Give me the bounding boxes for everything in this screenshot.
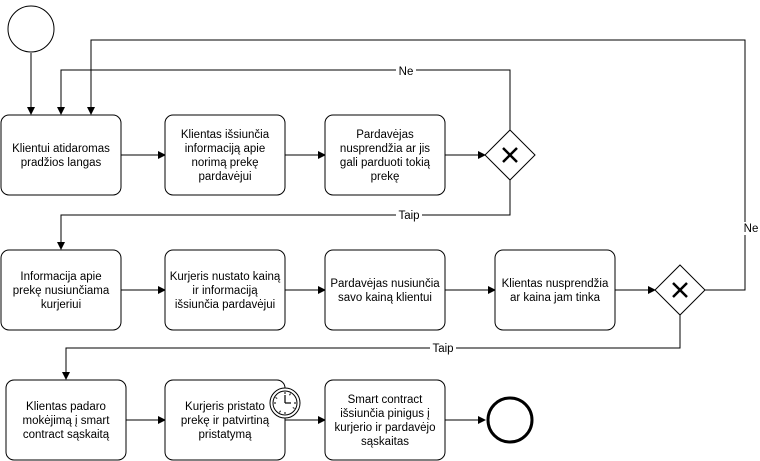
task-8[interactable]: Klientas padaro mokėjimą į smart contract … [5, 379, 127, 461]
task-label-line: Informacija apie [20, 271, 101, 283]
task-label-line: Kurjeris pristato [185, 401, 265, 413]
task-label-line: Klientui atidaromas [12, 143, 110, 155]
task-10[interactable]: Smart contract išsiunčia pinigus į kurjeri… [324, 379, 446, 461]
task-label-line: mokėjimą į smart [23, 415, 111, 427]
task-label-line: savo kainą klientui [338, 292, 432, 304]
task-label-line: informaciją apie [185, 143, 266, 155]
task-2[interactable]: Klientas išsiunčia informaciją apie norimą… [164, 114, 286, 196]
task-label-line: išsiunčia pardavėjui [175, 299, 275, 311]
task-label-line: prekę [371, 171, 400, 183]
task-label-line: gali parduoti tokią [340, 157, 431, 169]
task-label-line: sąskaitas [361, 436, 409, 448]
task-label-line: ar kaina jam tinka [510, 292, 601, 304]
timer-clock-icon [269, 387, 301, 419]
label-gw1-no: Ne [399, 66, 414, 78]
task-label-line: Klientas nusprendžia [502, 278, 609, 290]
task-4-label: Informacija apie prekę nusiunčiama kurjeri… [13, 271, 110, 311]
task-5[interactable]: Kurjeris nustato kainą ir informaciją išsi… [164, 249, 286, 331]
task-label-line: prekę ir patvirtiną [181, 415, 270, 427]
label-gw2-yes: Taip [432, 343, 453, 355]
task-label-line: ir informaciją [192, 285, 258, 297]
edge-gw1-yes [57, 180, 511, 250]
label-gw1-yes: Taip [398, 210, 419, 222]
task-label-line: Kurjeris nustato kainą [170, 271, 281, 283]
edge-gw1-no [57, 69, 511, 130]
task-7[interactable]: Klientas nusprendžia ar kaina jam tinka [494, 249, 616, 331]
task-label-line: Pardavėjas [356, 129, 414, 141]
task-label-line: nusprendžia ar jis [340, 143, 430, 155]
task-9-label: Kurjeris pristato prekę ir patvirtiną pris… [181, 401, 270, 441]
edges [27, 39, 746, 424]
task-label-line: pristatymą [198, 429, 252, 441]
task-label-line: išsiunčia pinigus į [340, 408, 430, 420]
edge-labels: Ne Taip Ne Taip [396, 66, 760, 355]
task-label-line: contract sąskaitą [23, 429, 110, 441]
task-6[interactable]: Pardavėjas nusiunčia savo kainą klientui [324, 249, 446, 331]
task-label-line: prekę nusiunčiama [13, 285, 110, 297]
task-label-line: pardavėjui [198, 171, 251, 183]
task-6-label: Pardavėjas nusiunčia savo kainą klientui [330, 278, 440, 304]
end-event-icon[interactable] [486, 396, 534, 444]
gateway-2-icon[interactable] [654, 264, 706, 316]
task-4[interactable]: Informacija apie prekę nusiunčiama kurjeri… [0, 249, 122, 331]
task-label-line: kurjeriui [41, 299, 81, 311]
task-7-label: Klientas nusprendžia ar kaina jam tinka [502, 278, 609, 304]
task-label-line: Smart contract [348, 394, 424, 406]
edge-gw2-no [87, 39, 746, 291]
task-1-label: Klientui atidaromas pradžios langas [12, 143, 110, 169]
task-5-label: Kurjeris nustato kainą ir informaciją išsi… [170, 271, 281, 311]
start-event-icon[interactable] [7, 5, 55, 53]
label-gw2-no: Ne [744, 223, 759, 235]
task-2-label: Klientas išsiunčia informaciją apie norimą… [181, 129, 270, 183]
task-8-label: Klientas padaro mokėjimą į smart contract … [23, 401, 111, 441]
task-label-line: pradžios langas [21, 157, 102, 169]
gateway-1-icon[interactable] [484, 129, 536, 181]
task-3[interactable]: Pardavėjas nusprendžia ar jis gali parduot… [324, 114, 446, 196]
task-1[interactable]: Klientui atidaromas pradžios langas [0, 114, 122, 196]
task-3-label: Pardavėjas nusprendžia ar jis gali parduot… [340, 129, 431, 183]
task-9[interactable]: Kurjeris pristato prekę ir patvirtiną pris… [164, 379, 286, 461]
task-label-line: Pardavėjas nusiunčia [330, 278, 440, 290]
edge-gw2-yes [62, 315, 681, 380]
task-label-line: kurjerio ir pardavėjo [335, 422, 436, 434]
task-label-line: Klientas išsiunčia [181, 129, 270, 141]
task-10-label: Smart contract išsiunčia pinigus į kurjeri… [335, 394, 436, 448]
task-label-line: Klientas padaro [26, 401, 106, 413]
task-label-line: norimą prekę [191, 157, 258, 169]
